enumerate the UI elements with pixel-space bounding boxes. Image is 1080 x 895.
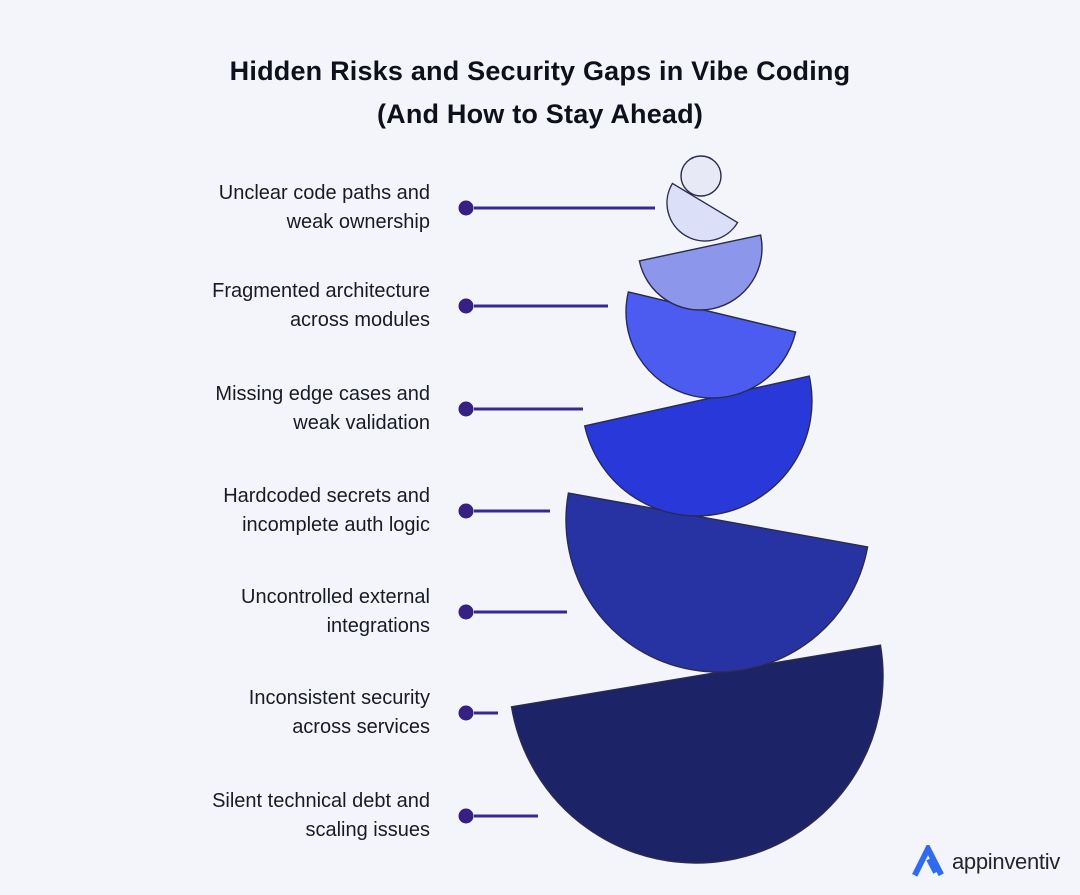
label-inconsistent-security: Inconsistent security across services xyxy=(50,684,430,742)
label-line: across services xyxy=(292,716,430,738)
funnel-level-2-shape xyxy=(666,182,739,242)
label-uncontrolled-integrations: Uncontrolled external integrations xyxy=(50,583,430,641)
appinventiv-logo: appinventiv xyxy=(911,845,1060,879)
label-line: Unclear code paths and xyxy=(218,182,430,204)
leader-dot-3 xyxy=(458,401,474,417)
leader-lines xyxy=(458,200,655,824)
label-line: weak ownership xyxy=(286,211,430,233)
logo-mark-inner xyxy=(926,858,938,874)
label-line: integrations xyxy=(326,615,430,637)
page-title: Hidden Risks and Security Gaps in Vibe C… xyxy=(0,50,1080,136)
appinventiv-logo-icon xyxy=(912,845,944,877)
leader-dot-6 xyxy=(458,705,474,721)
leader-dot-5 xyxy=(458,604,474,620)
funnel-top-circle xyxy=(680,155,722,197)
funnel-level-7-shape xyxy=(510,644,884,864)
label-line: across modules xyxy=(289,309,430,331)
label-line: Missing edge cases and xyxy=(215,383,430,405)
funnel-level-3-shape xyxy=(638,234,763,311)
label-hardcoded-secrets: Hardcoded secrets and incomplete auth lo… xyxy=(50,482,430,540)
label-line: scaling issues xyxy=(305,819,430,841)
funnel-stack xyxy=(510,155,884,864)
leader-dot-2 xyxy=(458,298,474,314)
label-line: Fragmented architecture xyxy=(212,280,430,302)
label-line: weak validation xyxy=(293,412,430,434)
label-silent-technical-debt: Silent technical debt and scaling issues xyxy=(50,787,430,845)
funnel-level-4-shape xyxy=(625,291,797,399)
label-line: incomplete auth logic xyxy=(242,514,430,536)
label-missing-edge-cases: Missing edge cases and weak validation xyxy=(50,380,430,438)
title-line-2: (And How to Stay Ahead) xyxy=(376,99,704,129)
leader-dot-7 xyxy=(458,808,474,824)
label-unclear-code-paths: Unclear code paths and weak ownership xyxy=(50,179,430,237)
title-line-1: Hidden Risks and Security Gaps in Vibe C… xyxy=(229,56,851,86)
leader-dot-4 xyxy=(458,503,474,519)
label-line: Inconsistent security xyxy=(248,687,430,709)
funnel-level-5-shape xyxy=(583,375,813,517)
label-line: Hardcoded secrets and xyxy=(223,485,430,507)
leader-dot-1 xyxy=(458,200,474,216)
funnel-level-6-shape xyxy=(565,492,869,673)
logo-mark-outer xyxy=(912,845,944,877)
label-fragmented-architecture: Fragmented architecture across modules xyxy=(50,277,430,335)
label-line: Silent technical debt and xyxy=(212,790,430,812)
label-line: Uncontrolled external xyxy=(241,586,430,608)
appinventiv-logo-text: appinventiv xyxy=(952,849,1060,874)
